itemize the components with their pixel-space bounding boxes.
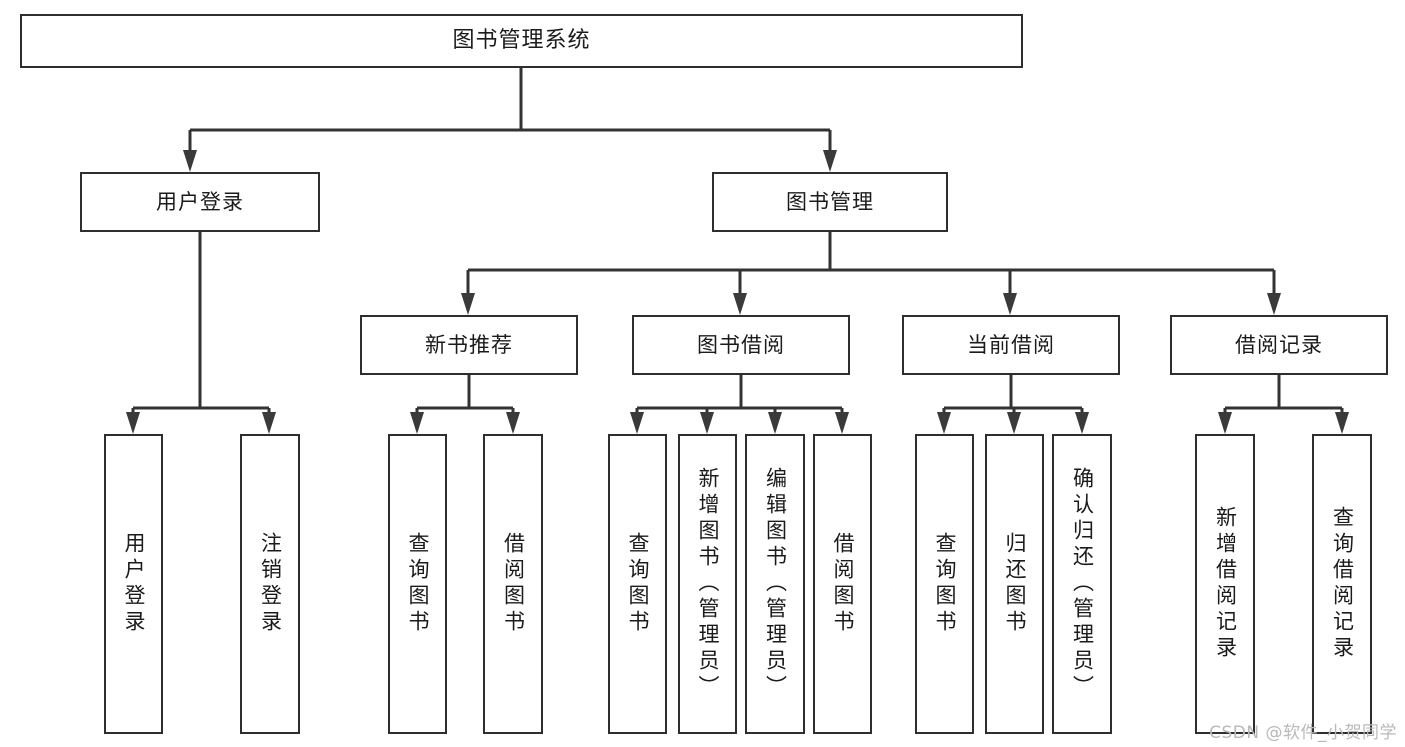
- node-leaf-return-book[interactable]: 归还图书: [985, 434, 1044, 734]
- node-leaf-query-borrow-record-label: 查询借阅记录: [1330, 506, 1355, 662]
- node-leaf-query-book-current[interactable]: 查询图书: [915, 434, 974, 734]
- node-leaf-add-borrow-record-label: 新增借阅记录: [1213, 506, 1238, 662]
- node-user-login[interactable]: 用户登录: [80, 172, 320, 232]
- node-leaf-query-book-rec-label: 查询图书: [406, 532, 430, 636]
- node-leaf-confirm-return-admin[interactable]: 确认归还（管理员）: [1052, 434, 1112, 734]
- node-leaf-borrow-book[interactable]: 借阅图书: [813, 434, 872, 734]
- node-current-borrow-label: 当前借阅: [967, 332, 1055, 357]
- node-book-manage[interactable]: 图书管理: [712, 172, 948, 232]
- node-current-borrow[interactable]: 当前借阅: [902, 315, 1120, 375]
- node-root-label: 图书管理系统: [452, 28, 591, 54]
- node-leaf-edit-book-admin-label: 编辑图书（管理员）: [763, 467, 788, 701]
- node-leaf-user-logout-label: 注销登录: [258, 532, 283, 636]
- node-leaf-add-borrow-record[interactable]: 新增借阅记录: [1195, 434, 1255, 734]
- node-leaf-confirm-return-admin-label: 确认归还（管理员）: [1070, 467, 1095, 701]
- node-root[interactable]: 图书管理系统: [20, 14, 1023, 68]
- node-book-borrow-label: 图书借阅: [697, 332, 785, 357]
- node-leaf-edit-book-admin[interactable]: 编辑图书（管理员）: [745, 434, 805, 734]
- node-new-book-rec-label: 新书推荐: [425, 332, 513, 357]
- node-book-manage-label: 图书管理: [786, 189, 874, 214]
- node-leaf-query-book-rec[interactable]: 查询图书: [388, 434, 447, 734]
- node-leaf-user-login-label: 用户登录: [122, 532, 146, 636]
- node-leaf-add-book-admin[interactable]: 新增图书（管理员）: [678, 434, 737, 734]
- node-leaf-query-borrow-record[interactable]: 查询借阅记录: [1312, 434, 1372, 734]
- node-leaf-borrow-book-rec[interactable]: 借阅图书: [483, 434, 543, 734]
- node-leaf-borrow-book-label: 借阅图书: [831, 532, 855, 636]
- node-leaf-query-book-current-label: 查询图书: [933, 532, 957, 636]
- node-leaf-return-book-label: 归还图书: [1003, 532, 1027, 636]
- node-leaf-user-login[interactable]: 用户登录: [104, 434, 163, 734]
- node-new-book-rec[interactable]: 新书推荐: [360, 315, 578, 375]
- node-book-borrow[interactable]: 图书借阅: [632, 315, 850, 375]
- node-borrow-record-label: 借阅记录: [1235, 332, 1323, 357]
- node-leaf-query-book-borrow-label: 查询图书: [626, 532, 650, 636]
- node-leaf-borrow-book-rec-label: 借阅图书: [501, 532, 526, 636]
- node-leaf-add-book-admin-label: 新增图书（管理员）: [696, 467, 720, 701]
- node-user-login-label: 用户登录: [156, 189, 244, 214]
- node-leaf-query-book-borrow[interactable]: 查询图书: [608, 434, 667, 734]
- node-leaf-user-logout[interactable]: 注销登录: [240, 434, 300, 734]
- node-borrow-record[interactable]: 借阅记录: [1170, 315, 1388, 375]
